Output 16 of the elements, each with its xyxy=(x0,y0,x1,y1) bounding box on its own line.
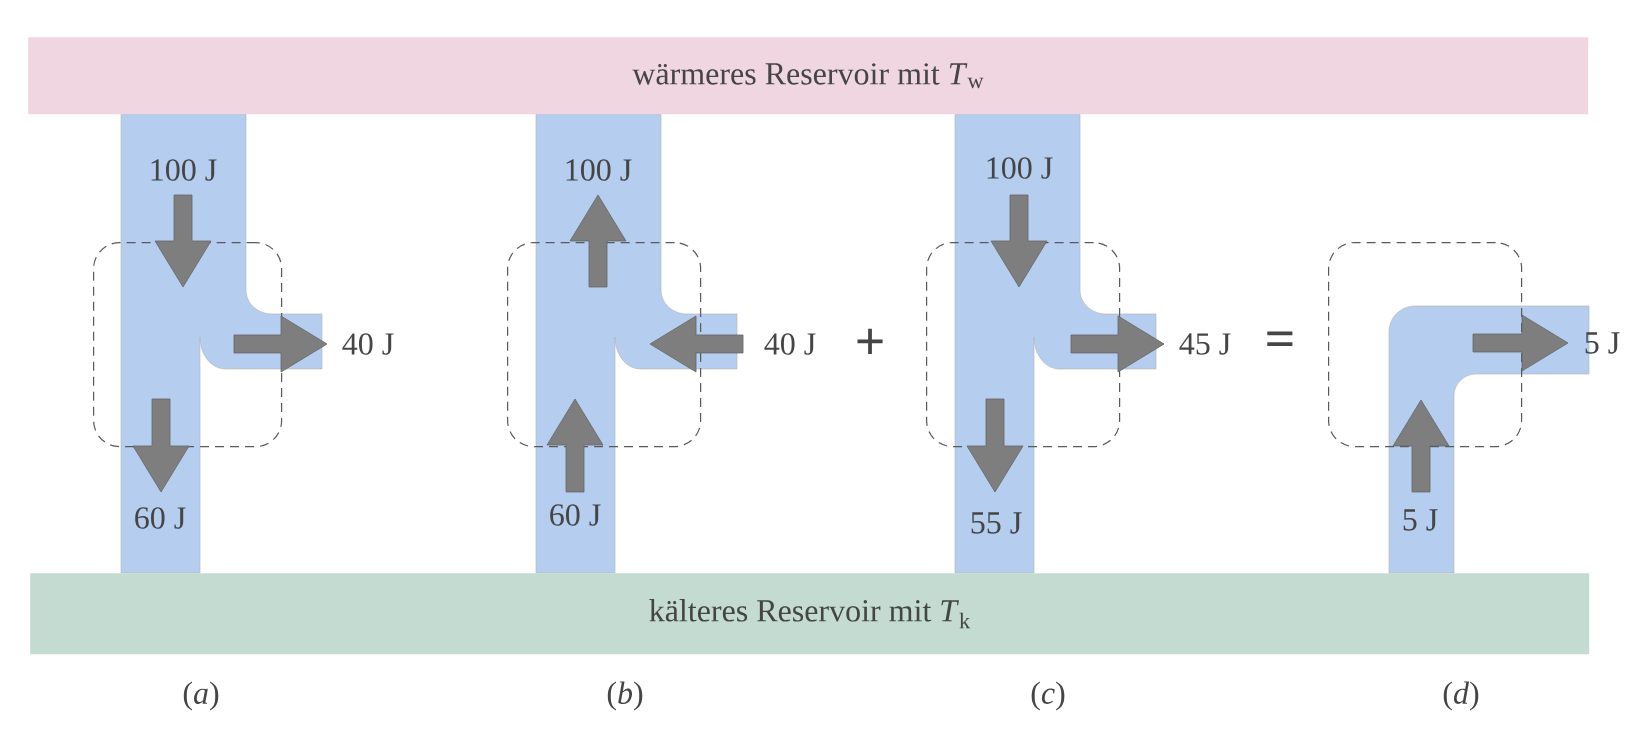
operator-sign: + xyxy=(857,328,883,354)
energy-label: 5 J xyxy=(1403,509,1438,531)
energy-label: 60 J xyxy=(135,507,186,529)
energy-label: 55 J xyxy=(971,512,1022,534)
energy-label: 100 J xyxy=(566,159,632,181)
engine-boundary xyxy=(507,242,702,448)
operator-sign: = xyxy=(1267,331,1293,346)
energy-label: 100 J xyxy=(987,157,1053,179)
energy-label: 40 J xyxy=(764,333,816,355)
reservoir-band: wärmeres Reservoir mit T$_{w}$ xyxy=(28,37,1589,115)
energy-label: 100 J xyxy=(151,159,217,181)
reservoir-band: kälteres Reservoir mit T$_{k}$ xyxy=(30,573,1590,655)
energy-label: 5 J xyxy=(1585,332,1620,354)
energy-label: 40 J xyxy=(342,333,394,355)
energy-label: 60 J xyxy=(550,504,601,526)
energy-label: 45 J xyxy=(1179,333,1231,355)
